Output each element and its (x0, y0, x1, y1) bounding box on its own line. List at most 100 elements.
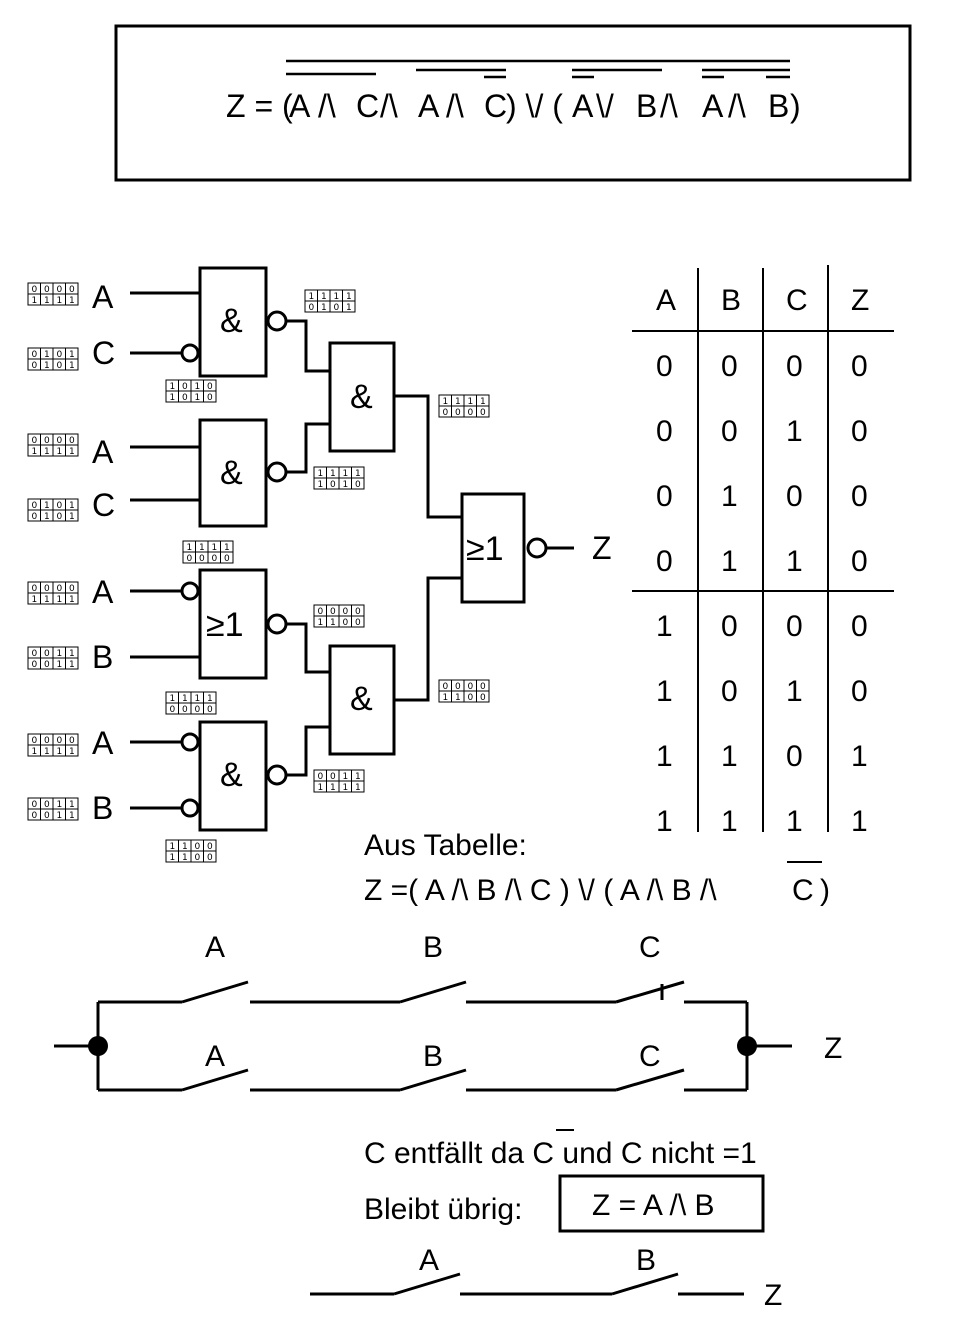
seq-bit: 1 (318, 783, 324, 793)
and-gate-6 (328, 644, 396, 756)
seq-bit: 0 (212, 554, 218, 564)
seq-bit: 0 (69, 436, 75, 446)
tt-cell: 1 (721, 480, 738, 513)
tt-cell: 0 (721, 415, 738, 448)
seq-bit: 1 (182, 694, 188, 704)
seq-bit: 0 (32, 584, 38, 594)
seq-bit: 1 (44, 361, 50, 371)
tt-cell: 1 (786, 805, 803, 838)
formula-z-eq: Z = ( (226, 88, 293, 124)
seq-bit: 1 (57, 811, 63, 821)
seq-bit: 1 (199, 543, 205, 553)
formula-mid: ) \/ ( (506, 88, 563, 124)
tt-cell: 0 (656, 480, 673, 513)
final-output-z: Z (764, 1279, 782, 1312)
and-gate-1 (198, 266, 268, 378)
input-label-c1: C (92, 335, 115, 371)
formula-term-a3: A (572, 88, 594, 124)
seq-bit: 1 (212, 543, 218, 553)
final-circuit: A B Z (310, 1244, 782, 1312)
seq-bit: 0 (170, 705, 176, 715)
seq-bit: 1 (321, 303, 327, 313)
and-gate-5 (328, 341, 396, 453)
conclusion-result: Z = A /\ B (592, 1189, 715, 1222)
formula-term-a1: A (289, 88, 311, 124)
seq-bit: 0 (44, 285, 50, 295)
seq-bit: 0 (32, 811, 38, 821)
input-label-a4: A (92, 725, 114, 761)
input-label-a1: A (92, 279, 114, 315)
seq-bit: 0 (32, 285, 38, 295)
tt-cell: 0 (721, 610, 738, 643)
seq-bit: 0 (32, 512, 38, 522)
seq-bit: 0 (57, 736, 63, 746)
seq-bit: 1 (468, 397, 474, 407)
seq-bit: 0 (182, 705, 188, 715)
seq-bit: 1 (195, 694, 201, 704)
tt-cell: 0 (721, 350, 738, 383)
seq-bit: 0 (355, 607, 361, 617)
seq-bit: 1 (170, 694, 176, 704)
seq-bit: 0 (309, 303, 315, 313)
negation-bubble (180, 343, 200, 363)
seq-bit: 1 (69, 501, 75, 511)
seq-bit: 0 (32, 501, 38, 511)
tt-cell: 0 (786, 350, 803, 383)
formula: Z = ( A /\ C /\ A /\ C ) \/ ( A \/ B /\ … (226, 59, 801, 124)
seq-bit: 0 (57, 350, 63, 360)
derivation-formula: Z =( A /\ B /\ C ) \/ ( A /\ B /\ (364, 874, 717, 907)
or-gate-out (460, 492, 526, 604)
seq-bit: 0 (455, 408, 461, 418)
seq-bit: 0 (207, 853, 213, 863)
seq-bit: 1 (309, 292, 315, 302)
negation-bubble (180, 732, 200, 752)
seq-bit: 1 (321, 292, 327, 302)
tt-cell: 0 (721, 675, 738, 708)
seq-bit: 1 (480, 397, 486, 407)
seq-bit: 0 (195, 853, 201, 863)
seq-bit: 0 (57, 361, 63, 371)
seq-bit: 0 (334, 303, 340, 313)
tt-cell: 0 (851, 610, 868, 643)
formula-term-b1: B (636, 88, 657, 124)
tt-cell: 0 (851, 350, 868, 383)
seq-bit: 0 (207, 705, 213, 715)
formula-op3: /\ (446, 88, 464, 124)
seq-bit: 1 (455, 397, 461, 407)
seq-bit: 0 (443, 682, 449, 692)
tt-cell: 1 (721, 805, 738, 838)
seq-bit: 1 (69, 361, 75, 371)
tt-cell: 1 (656, 610, 673, 643)
seq-bit: 1 (182, 842, 188, 852)
tt-cell: 0 (786, 480, 803, 513)
seq-bit: 0 (32, 736, 38, 746)
and-gate-5-symbol: & (350, 378, 373, 416)
seq-bit: 0 (224, 554, 230, 564)
seq-bit: 0 (32, 649, 38, 659)
seq-bit: 0 (455, 682, 461, 692)
and-gate-2-symbol: & (220, 454, 243, 492)
seq-bit: 1 (69, 800, 75, 810)
junction-dot-left (88, 1036, 108, 1056)
and-gate-4 (198, 720, 268, 832)
seq-bit: 1 (69, 350, 75, 360)
negation-bubble (180, 798, 200, 818)
seq-bit: 1 (170, 382, 176, 392)
seq-bit: 1 (355, 772, 361, 782)
seq-bit: 0 (207, 393, 213, 403)
seq-bit: 0 (355, 480, 361, 490)
result-box (558, 1174, 765, 1233)
seq-bit: 1 (443, 693, 449, 703)
switch-output-z: Z (824, 1032, 842, 1065)
derivation-formula-end: ) (820, 874, 830, 907)
